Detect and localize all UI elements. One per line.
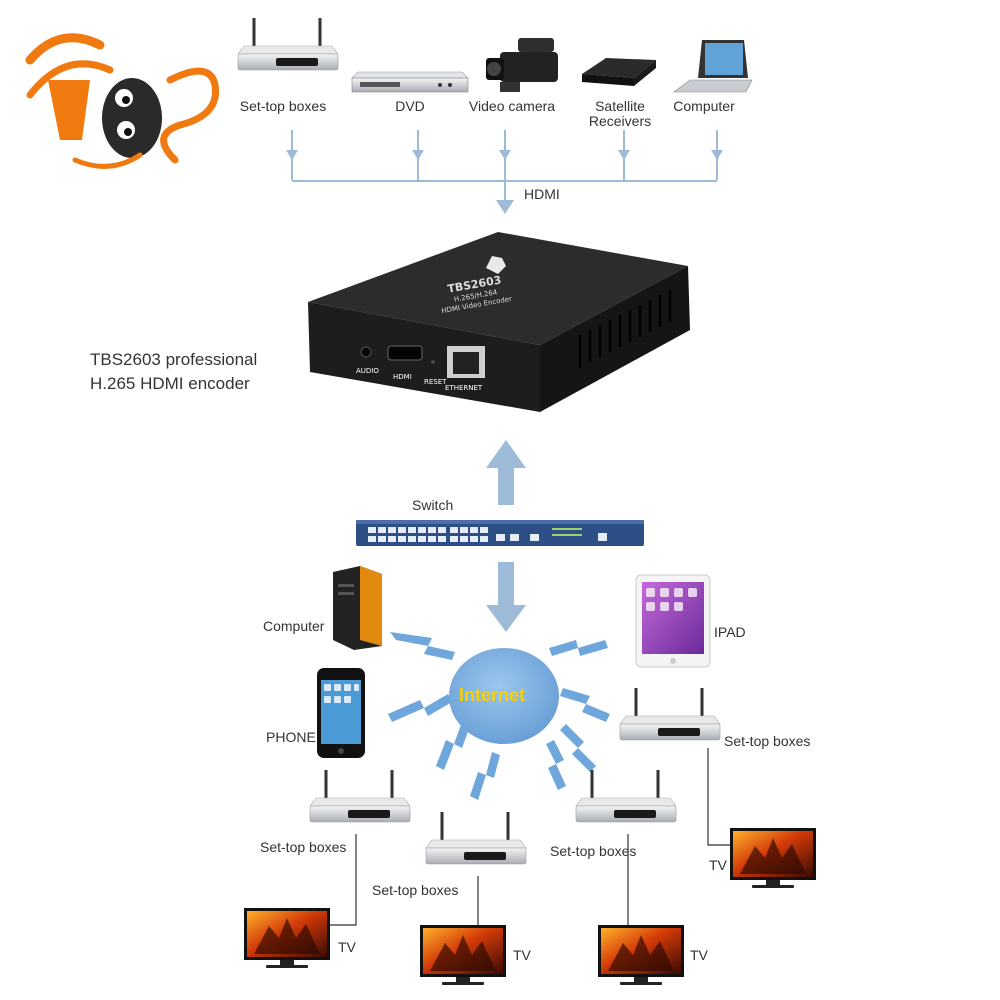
set-top-box-icon [574,768,678,824]
upload-arrow [486,440,526,505]
desktop-computer-icon [333,566,382,650]
source-label-computer: Computer [673,98,735,114]
set-top-box-icon [618,686,722,742]
hdmi-label: HDMI [524,186,560,202]
tv-label: TV [709,857,727,873]
satellite-receiver-icon [582,58,656,86]
laptop-icon [673,40,753,93]
source-label-satellite-receivers: Satellite Receivers [588,98,652,129]
video-camera-icon [486,38,558,92]
set-top-box-icon [424,810,528,866]
tbs-logo [25,33,220,169]
ipad-icon [635,574,711,668]
network-switch [356,520,644,546]
source-label-set-top-boxes: Set-top boxes [239,98,327,114]
encoder-port-labels: AUDIO HDMI RESET ETHERNET [356,367,483,392]
set-top-box-icon [308,768,412,824]
client-label-computer: Computer [263,618,325,634]
client-label-phone: PHONE [266,729,316,745]
tv-cables [330,748,730,926]
internet-links [388,632,610,800]
tv-label: TV [690,947,708,963]
encoder-port-label: RESET [424,378,447,386]
tv-label: TV [513,947,531,963]
client-label-ipad: IPAD [714,624,746,640]
encoder-port-label: ETHERNET [445,384,483,392]
encoder-title: TBS2603 professional H.265 HDMI encoder [90,348,257,396]
source-label-dvd: DVD [395,98,425,114]
tv-icon [730,828,816,888]
stb-label: Set-top boxes [260,839,347,855]
internet-cloud [449,648,559,744]
switch-label: Switch [412,497,454,513]
stb-label: Set-top boxes [550,843,637,859]
tv-icon [244,908,330,968]
tv-icon [420,925,506,985]
stb-label: Set-top boxes [372,882,459,898]
download-arrow [486,562,526,632]
source-connectors [291,130,718,205]
internet-label: Internet [459,685,526,705]
tv-icon [598,925,684,985]
dvd-player-icon [351,71,469,93]
encoder-port-label: HDMI [393,373,412,381]
source-label-video-camera: Video camera [468,98,556,114]
phone-icon [317,668,365,758]
encoder-device [308,232,690,412]
set-top-box-icon [236,16,340,72]
encoder-port-label: AUDIO [356,367,379,375]
encoder-title-line1: TBS2603 professional [90,350,258,369]
stb-label: Set-top boxes [724,733,811,749]
source-arrowheads [286,150,723,214]
encoder-title-line2: H.265 HDMI encoder [90,374,250,393]
tv-label: TV [338,939,356,955]
